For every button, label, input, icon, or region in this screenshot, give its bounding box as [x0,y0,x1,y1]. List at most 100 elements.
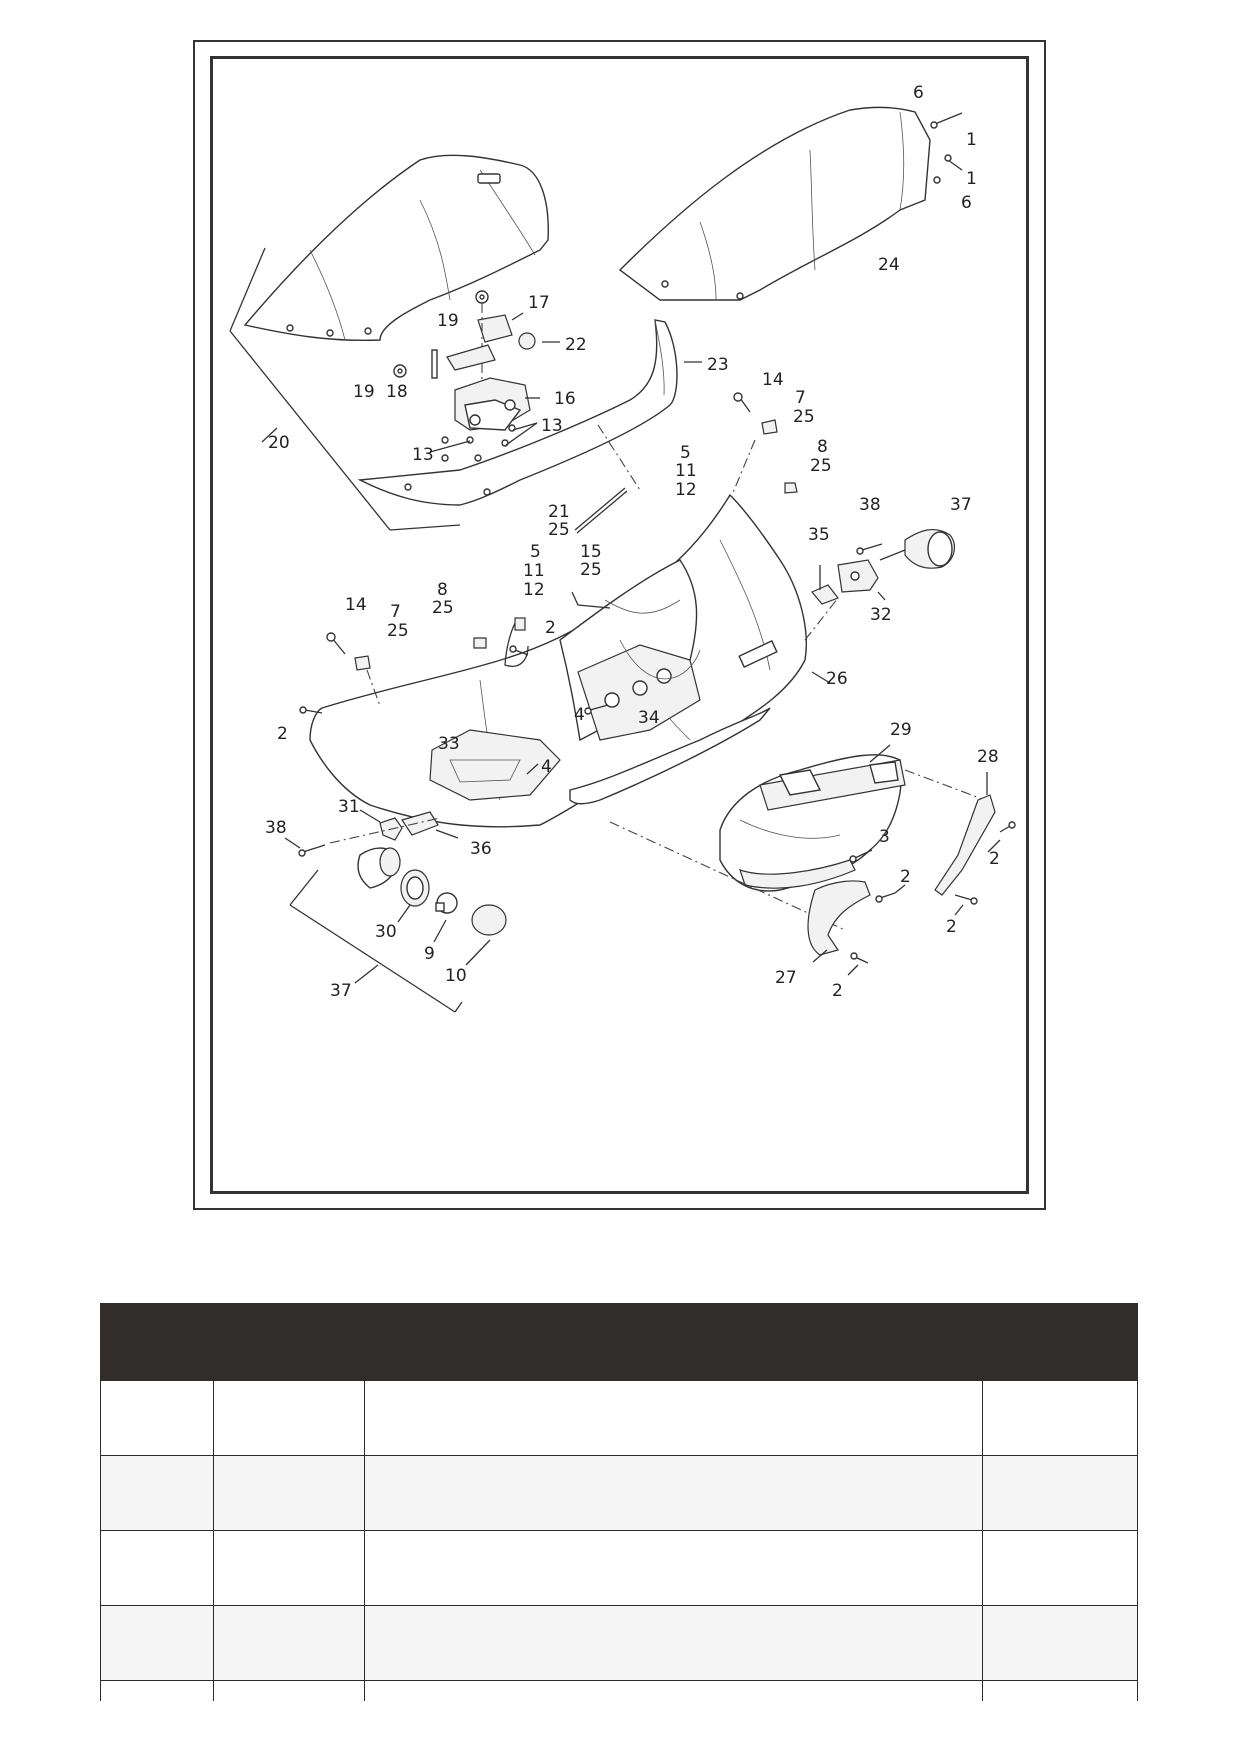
callout-25-left-b: 25 [387,621,409,641]
screw-part-2-lower-trim-b [847,952,869,976]
callout-35: 35 [808,525,830,545]
callout-38-right: 38 [859,495,881,515]
windscreen-part-24 [618,106,931,301]
callout-4-cutaway: 4 [541,757,552,777]
callout-29: 29 [890,720,912,740]
callout-8-left: 8 [437,580,448,600]
table-cell [982,1380,1138,1456]
indicator-guide-right [804,597,839,641]
table-row [100,1530,1138,1606]
callout-16: 16 [554,389,576,409]
table-cell [982,1530,1138,1606]
indicator-bracket-part-32 [837,559,886,601]
lens-part-10 [465,904,507,966]
callout-7-right: 7 [795,388,806,408]
fly-screen-part-20 [243,154,549,342]
clip-part-7-left [354,655,381,707]
wiring-part-5-left [504,617,529,667]
callout-labels: 6 1 1 6 24 17 19 22 23 19 18 16 13 13 20… [265,83,1000,1001]
screw-part-2-lower-trim-a [875,884,906,903]
header-cell-3 [364,1303,983,1381]
screw-part-4-cutaway [526,763,539,775]
table-cell [100,1380,214,1456]
screw-part-2-upper [509,645,529,656]
callout-25-right-a: 25 [793,407,815,427]
callout-37-right: 37 [950,495,972,515]
table-row [100,1380,1138,1456]
callout-11-right: 11 [675,461,697,481]
callout-28: 28 [977,747,999,767]
guide-lines-right [597,424,756,496]
indicator-part-37-right [879,528,956,569]
nut-part-19-upper [475,290,489,380]
callout-27: 27 [775,968,797,988]
clip-part-15 [571,591,611,609]
callout-9: 9 [424,944,435,964]
header-cell-4 [982,1303,1138,1381]
headlight-part-29 [719,744,906,892]
callout-32: 32 [870,605,892,625]
lower-trim-part-27 [807,880,871,963]
indicator-bracket-lines-37 [289,869,463,1013]
nut-part-19-lower [393,364,407,378]
callout-34: 34 [638,708,660,728]
screws-part-13 [429,422,538,462]
callout-38-left: 38 [265,818,287,838]
callout-8-right: 8 [817,437,828,457]
spacer-part-21 [574,487,628,534]
side-trim-part-28 [934,772,996,896]
callout-12-right: 12 [675,480,697,500]
table-cell [100,1680,214,1701]
table-cell [213,1680,365,1701]
parts-table-header [100,1303,1138,1381]
callout-37-left: 37 [330,981,352,1001]
parts-table [100,1303,1138,1701]
callout-24: 24 [878,255,900,275]
clip-part-7-right [761,419,778,435]
screw-part-2-trim-upper [987,821,1016,853]
callout-20: 20 [268,433,290,453]
inner-mount-panel [577,639,701,741]
callout-25-right-b: 25 [810,456,832,476]
table-row [100,1455,1138,1531]
screw-part-14-left [326,632,346,655]
headlight-guide-lines [609,769,986,931]
table-cell [982,1680,1138,1701]
callout-17: 17 [528,293,550,313]
callout-18: 18 [386,382,408,402]
callout-6-second: 6 [961,193,972,213]
callout-12-left: 12 [523,580,545,600]
callout-33: 33 [438,734,460,754]
callout-23: 23 [707,355,729,375]
callout-19-upper: 19 [437,311,459,331]
fly-screen-bracket-lines [229,247,461,531]
header-cell-2 [213,1303,365,1381]
bulb-holder-part-30 [397,869,430,923]
callout-5-left: 5 [530,542,541,562]
screw-part-3 [849,849,873,863]
screw-part-38-right [856,543,883,555]
table-cell [213,1380,365,1456]
callout-10: 10 [445,966,467,986]
table-cell [364,1605,983,1681]
bulb-part-9 [433,892,458,943]
callout-22: 22 [565,335,587,355]
table-cell [100,1530,214,1606]
callout-14-left: 14 [345,595,367,615]
cutaway-bracket-33 [429,729,561,801]
callout-25-left-a: 25 [432,598,454,618]
table-cell [982,1605,1138,1681]
main-fairing-part-26 [309,493,831,828]
grommet-part-8-right [784,482,798,494]
grommet-part-8-left [473,637,487,649]
left-indicator-guide [329,817,441,844]
grommet-part-22 [518,332,560,350]
screw-part-2-left [299,706,323,714]
table-cell [982,1455,1138,1531]
table-cell [364,1530,983,1606]
callout-13-right: 13 [541,416,563,436]
callout-11-left: 11 [523,561,545,581]
diagram-outer-border [193,40,1046,1210]
callout-36: 36 [470,839,492,859]
